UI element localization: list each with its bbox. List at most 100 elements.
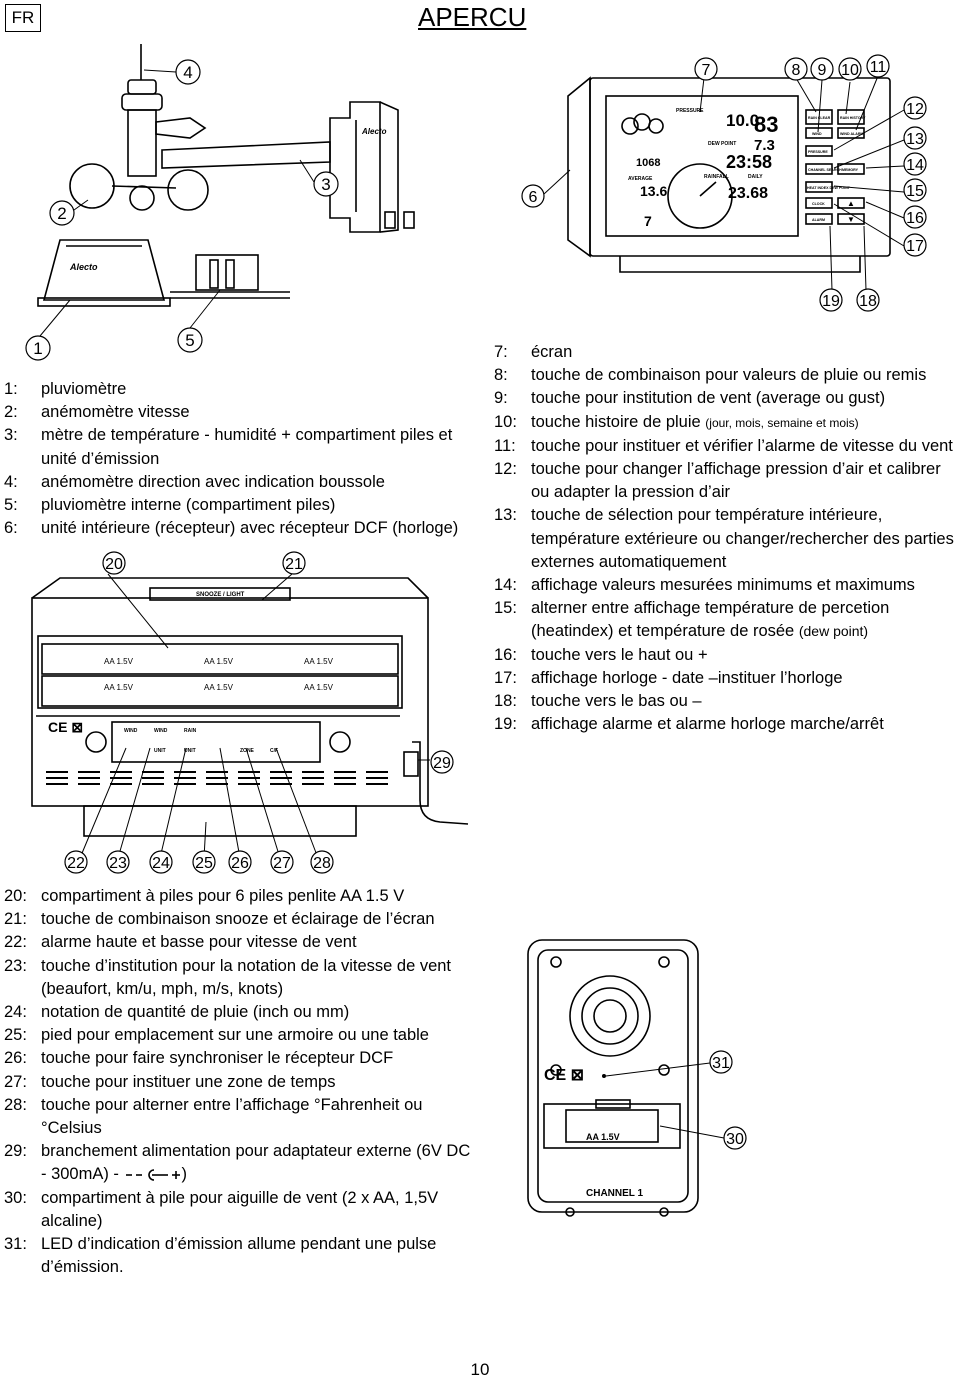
- callout-5: 5: [185, 331, 194, 350]
- back-label: WIND: [154, 728, 168, 734]
- legend-item: 20:compartiment à piles pour 6 piles pen…: [4, 887, 405, 905]
- ce-mark-icon: CE ⊠: [48, 719, 83, 735]
- led-indicator-icon: [602, 1074, 606, 1078]
- callout-11: 11: [870, 59, 887, 76]
- callout-3: 3: [321, 175, 330, 194]
- callout-8: 8: [792, 62, 801, 79]
- legend-item: 2:anémomètre vitesse: [4, 403, 190, 422]
- legend-item: 6:unité intérieure (récepteur) avec réce…: [4, 519, 459, 538]
- display-clock: 23:58: [726, 152, 772, 172]
- callout-17: 17: [906, 238, 924, 255]
- outdoor-sensors-illustration: Alecto Alecto 4 2 3 1 5: [25, 44, 415, 361]
- callout-24: 24: [152, 855, 170, 872]
- callout-21: 21: [285, 556, 303, 573]
- legend-item: 25:pied pour emplacement sur une armoire…: [4, 1026, 429, 1045]
- battery-label: AA 1.5V: [304, 657, 334, 666]
- legend-item: 22:alarme haute et basse pour vitesse de…: [4, 933, 357, 952]
- btn-rain-history: RAIN HISTORY: [840, 116, 866, 120]
- display-humidity: 83: [754, 112, 778, 137]
- battery-label: AA 1.5V: [586, 1132, 620, 1142]
- btn-wind-alarm: WIND ALARM: [840, 132, 863, 136]
- legend-item: 31:LED d’indication d’émission allume pe…: [4, 1235, 437, 1277]
- legend-item: 18:touche vers le bas ou –: [494, 692, 702, 711]
- callout-16: 16: [906, 210, 924, 227]
- back-label: UNIT: [154, 748, 166, 754]
- back-label: C/F: [270, 748, 278, 754]
- legend-item: 9:touche pour institution de vent (avera…: [494, 389, 886, 408]
- callout-30: 30: [726, 1131, 744, 1148]
- callout-10: 10: [841, 62, 859, 79]
- display-chill: 7: [644, 213, 652, 229]
- legend-item: 1:pluviomètre: [4, 380, 127, 398]
- legend-item: 16:touche vers le haut ou +: [494, 645, 708, 664]
- callout-4: 4: [183, 63, 192, 82]
- battery-label: AA 1.5V: [204, 683, 234, 692]
- display-pressure: 1068: [636, 157, 660, 169]
- legend-item: 21:touche de combinaison snooze et éclai…: [4, 910, 435, 929]
- callout-1: 1: [33, 339, 42, 358]
- callout-22: 22: [67, 855, 85, 872]
- legend-outdoor: 1:pluviomètre 2:anémomètre vitesse 3:mèt…: [4, 378, 464, 540]
- callout-14: 14: [906, 157, 924, 174]
- legend-item: 19:affichage alarme et alarme horloge ma…: [494, 715, 884, 734]
- legend-item: 5:pluviomètre interne (compartiment pile…: [4, 496, 336, 515]
- callout-6: 6: [529, 189, 538, 206]
- lbl-average: AVERAGE: [628, 176, 653, 182]
- page-number: 10: [470, 1360, 490, 1379]
- lbl-pressure: PRESSURE: [676, 108, 704, 114]
- back-label: RAIN: [184, 728, 197, 734]
- legend-item: 14:affichage valeurs mesurées minimums e…: [494, 576, 915, 595]
- callout-2: 2: [57, 204, 66, 223]
- brand-logo: Alecto: [361, 127, 387, 136]
- legend-item: 29:branchement alimentation pour adaptat…: [4, 1142, 471, 1184]
- battery-label: AA 1.5V: [104, 683, 134, 692]
- legend-indoor-back: 20:compartiment à piles pour 6 piles pen…: [4, 885, 474, 1279]
- callout-27: 27: [273, 855, 291, 872]
- legend-item: 8:touche de combinaison pour valeurs de …: [494, 366, 927, 385]
- up-arrow-icon: ▲: [847, 199, 855, 208]
- btn-wind: WIND: [812, 132, 822, 136]
- callout-29: 29: [433, 755, 451, 772]
- legend-item: 12:touche pour changer l’affichage press…: [494, 460, 941, 502]
- battery-label: AA 1.5V: [204, 657, 234, 666]
- callout-23: 23: [109, 855, 127, 872]
- btn-memory: MEMORY: [842, 168, 859, 172]
- wind-transmitter-illustration: CE ⊠ AA 1.5V CHANNEL 1 31 30: [527, 939, 747, 1217]
- brand-logo: Alecto: [69, 262, 98, 272]
- down-arrow-icon: ▼: [847, 215, 855, 224]
- display-wind: 13.6: [640, 183, 667, 199]
- callout-13: 13: [906, 131, 924, 148]
- legend-indoor-front: 7:écran 8:touche de combinaison pour val…: [494, 341, 956, 736]
- back-label: WIND: [124, 728, 138, 734]
- legend-item: 17:affichage horloge - date –instituer l…: [494, 668, 843, 687]
- legend-item: 28:touche pour alterner entre l’affichag…: [4, 1095, 423, 1138]
- btn-pressure: PRESSURE: [808, 150, 828, 154]
- legend-item: 30:compartiment à pile pour aiguille de …: [4, 1188, 439, 1230]
- callout-25: 25: [195, 855, 213, 872]
- legend-item: 4:anémomètre direction avec indication b…: [4, 472, 385, 491]
- battery-label: AA 1.5V: [104, 657, 134, 666]
- lbl-daily: DAILY: [748, 174, 763, 180]
- legend-item: 26:touche pour faire synchroniser le réc…: [4, 1049, 394, 1068]
- callout-15: 15: [906, 183, 924, 200]
- channel-label: CHANNEL 1: [586, 1188, 643, 1199]
- btn-heat-index: HEAT INDEX DEW POINT: [807, 186, 851, 190]
- callout-20: 20: [105, 556, 123, 573]
- legend-item: 3:mètre de température - humidité + comp…: [4, 426, 453, 468]
- indoor-unit-front-illustration: 10.0 83 7.3 1068 23:58 13.6 23.68 7 PRES…: [521, 54, 927, 312]
- display-rainfall: 23.68: [728, 185, 768, 202]
- lbl-rainfall: RAINFALL: [704, 174, 729, 180]
- legend-item: 10:touche histoire de pluie (jour, mois,…: [494, 412, 859, 431]
- display-indoor-temp: 10.0: [726, 111, 759, 130]
- btn-clock: CLOCK: [812, 202, 825, 206]
- legend-item: 13:touche de sélection pour température …: [494, 506, 954, 571]
- legend-item: 24:notation de quantité de pluie (inch o…: [4, 1003, 350, 1022]
- lbl-dew-point: DEW POINT: [708, 141, 736, 147]
- callout-18: 18: [859, 293, 877, 310]
- indoor-unit-back-illustration: SNOOZE / LIGHT AA 1.5V AA 1.5V AA 1.5V A…: [31, 551, 469, 874]
- display-dew: 7.3: [754, 137, 775, 154]
- page-title: APERCU: [418, 2, 527, 32]
- legend-item: 15:alterner entre affichage température …: [494, 599, 890, 641]
- callout-9: 9: [818, 62, 827, 79]
- battery-label: AA 1.5V: [304, 683, 334, 692]
